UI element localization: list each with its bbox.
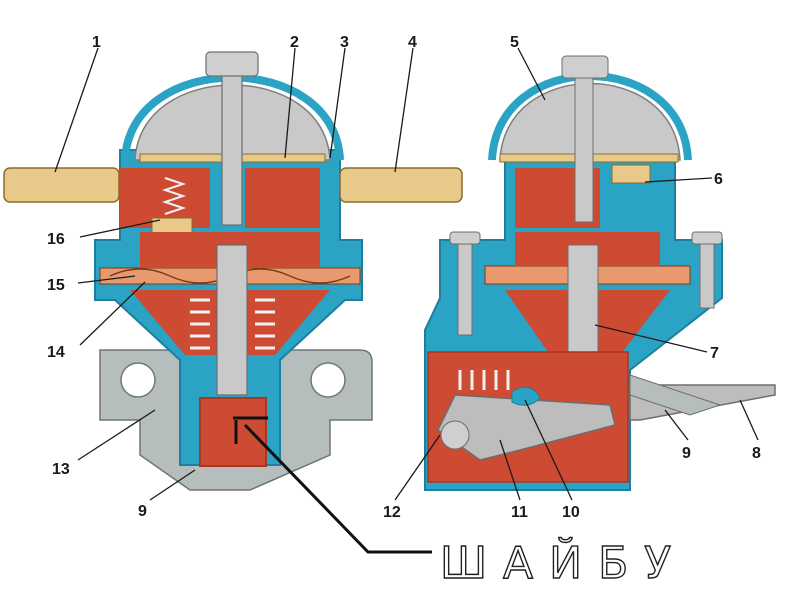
label-15: 15	[47, 277, 65, 294]
bracket-hole-right	[310, 362, 346, 398]
label-6: 6	[714, 171, 723, 188]
left-pump-view	[3, 51, 463, 491]
screw-right	[699, 239, 715, 309]
label-16: 16	[47, 231, 65, 248]
label-7: 7	[710, 345, 719, 362]
label-9-right: 9	[682, 445, 691, 462]
label-5: 5	[510, 34, 519, 51]
pump-rod	[216, 244, 248, 396]
cover-bolt-right	[574, 71, 594, 223]
callout-labels: 1 2 3 4 5 6 7 8 9 10 11 12 13 14 15 16 9	[47, 34, 761, 521]
label-14: 14	[47, 344, 65, 361]
pusher-cup	[199, 397, 267, 467]
valve-6	[611, 164, 651, 184]
bolt-head-right	[561, 55, 609, 79]
leader-lines	[54, 47, 759, 501]
lever-axle-12	[440, 420, 470, 450]
screw-right-head	[691, 231, 723, 245]
priming-arm	[629, 374, 722, 416]
label-13: 13	[52, 461, 70, 478]
outlet-chamber	[245, 168, 320, 228]
screw-left-head	[449, 231, 481, 245]
diaphragm-spring-left	[190, 298, 210, 350]
screw-left	[457, 239, 473, 336]
annotation-arrow-head	[233, 416, 268, 444]
inlet-fitting	[3, 167, 120, 203]
diaphragm-spring-right	[255, 298, 275, 350]
cover-bolt	[221, 69, 243, 226]
annotation: ШАЙБУ	[233, 416, 687, 590]
cam-10	[511, 386, 541, 406]
valve-spring	[161, 177, 187, 215]
right-pump-view	[424, 55, 776, 491]
bolt-head	[205, 51, 259, 77]
label-3: 3	[340, 34, 349, 51]
label-11: 11	[511, 504, 528, 521]
outlet-fitting	[339, 167, 463, 203]
label-2: 2	[290, 34, 299, 51]
label-8: 8	[752, 445, 761, 462]
label-12: 12	[383, 504, 401, 521]
label-9-left: 9	[138, 503, 147, 520]
lever-spring	[458, 370, 510, 390]
annotation-text: ШАЙБУ	[440, 536, 687, 589]
label-10: 10	[562, 504, 580, 521]
label-1: 1	[92, 34, 101, 51]
bracket-hole-left	[120, 362, 156, 398]
annotation-arrow	[243, 423, 432, 554]
lever-11	[437, 394, 616, 461]
label-4: 4	[408, 34, 417, 51]
